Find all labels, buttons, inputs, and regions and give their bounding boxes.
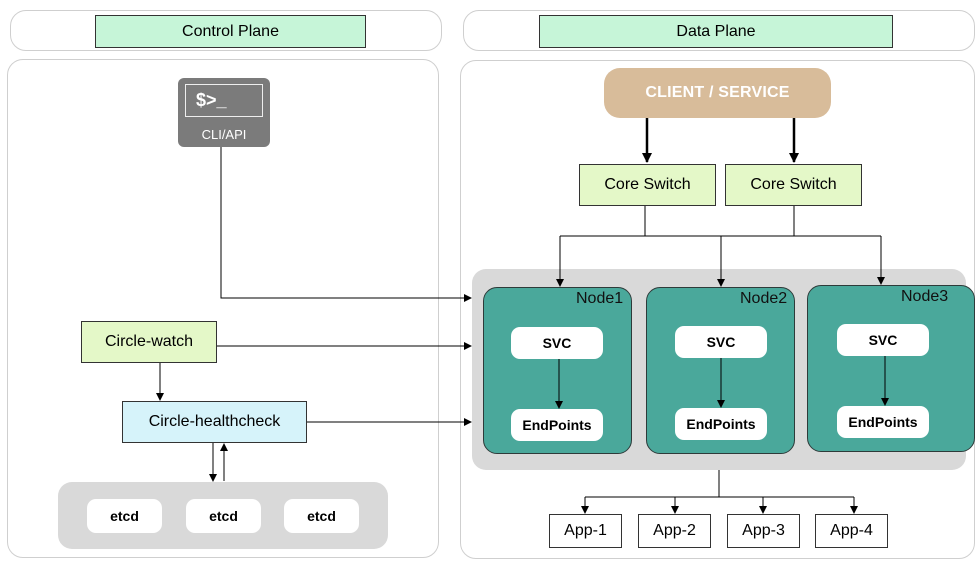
node-1-svc[interactable]: SVC bbox=[511, 327, 603, 359]
node-2-svc[interactable]: SVC bbox=[675, 326, 767, 358]
app-3-box[interactable]: App-3 bbox=[727, 514, 800, 548]
app-1-box[interactable]: App-1 bbox=[549, 514, 622, 548]
node-2-label: Node2 bbox=[740, 290, 788, 307]
control-plane-title: Control Plane bbox=[95, 15, 366, 48]
core-switch-1[interactable]: Core Switch bbox=[579, 164, 716, 206]
node-3-svc[interactable]: SVC bbox=[837, 324, 929, 356]
etcd-node: etcd bbox=[87, 499, 162, 533]
node-3-endpoints[interactable]: EndPoints bbox=[837, 406, 929, 438]
core-switch-2[interactable]: Core Switch bbox=[725, 164, 862, 206]
app-4-box[interactable]: App-4 bbox=[815, 514, 888, 548]
client-service-box[interactable]: CLIENT / SERVICE bbox=[604, 68, 831, 118]
node-3-label: Node3 bbox=[901, 288, 949, 305]
node-2-endpoints[interactable]: EndPoints bbox=[675, 408, 767, 440]
etcd-node: etcd bbox=[186, 499, 261, 533]
circle-healthcheck-box[interactable]: Circle-healthcheck bbox=[122, 401, 307, 443]
cli-api-label: CLI/API bbox=[201, 127, 247, 142]
etcd-node: etcd bbox=[284, 499, 359, 533]
data-plane-title: Data Plane bbox=[539, 15, 893, 48]
terminal-icon: $>_ bbox=[185, 84, 263, 117]
node-1-label: Node1 bbox=[576, 290, 624, 307]
circle-watch-box[interactable]: Circle-watch bbox=[81, 321, 217, 363]
cli-api-block[interactable]: $>_ CLI/API bbox=[178, 78, 270, 147]
app-2-box[interactable]: App-2 bbox=[638, 514, 711, 548]
node-1-endpoints[interactable]: EndPoints bbox=[511, 409, 603, 441]
